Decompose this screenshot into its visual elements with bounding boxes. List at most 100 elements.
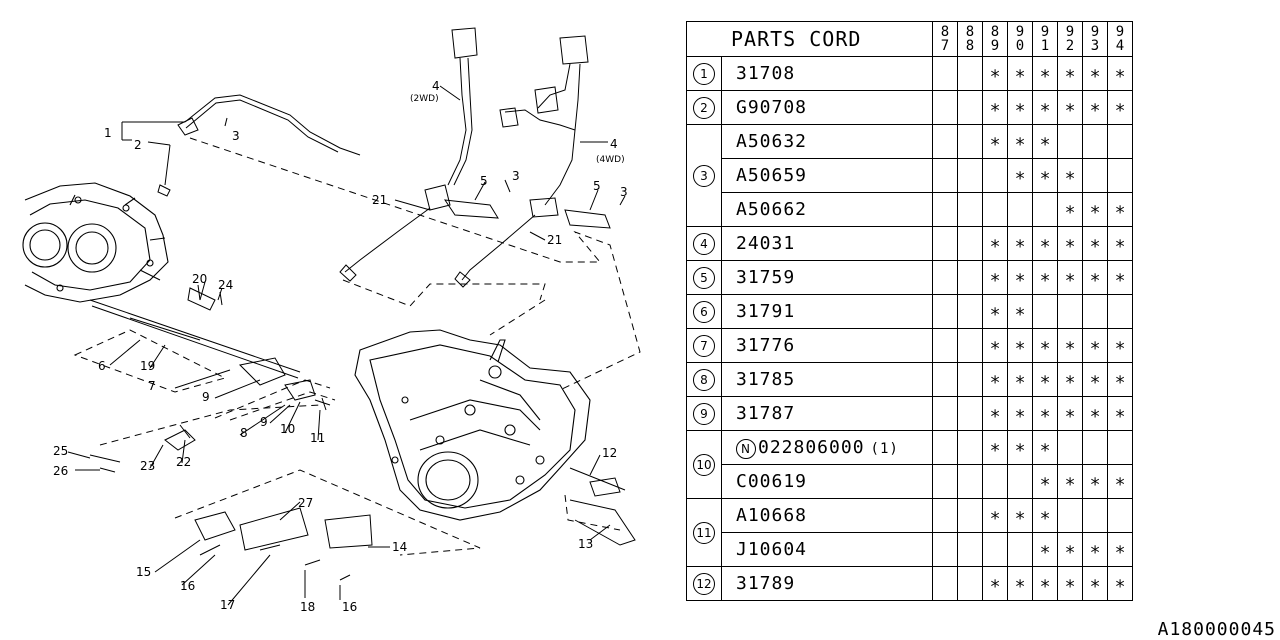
year-cell	[1057, 294, 1083, 329]
year-cell: ∗	[1107, 566, 1133, 601]
year-cell: ∗	[982, 328, 1008, 363]
year-cell: ∗	[1057, 362, 1083, 397]
year-cell	[932, 124, 958, 159]
year-cell: ∗	[1057, 328, 1083, 363]
callout-5b: 5	[593, 179, 601, 193]
part-code-cell: 31785	[721, 362, 933, 397]
ref-number: 8	[693, 368, 715, 391]
year-cell: ∗	[1107, 464, 1133, 499]
shift-rod-assembly	[89, 284, 636, 581]
callout-3b: 3	[512, 169, 520, 183]
year-cell: ∗	[1032, 328, 1058, 363]
year-cell: ∗	[1007, 328, 1033, 363]
year-cell: ∗	[1057, 396, 1083, 431]
year-cell: ∗	[1082, 260, 1108, 295]
year-cell: ∗	[1082, 396, 1108, 431]
year-cell	[1107, 498, 1133, 533]
callout-3: 3	[232, 129, 240, 143]
callout-12: 12	[602, 446, 617, 460]
year-cell	[957, 260, 983, 295]
part-code-cell: 31759	[721, 260, 933, 295]
callout-14: 14	[392, 540, 407, 554]
callout-11: 11	[310, 431, 325, 445]
year-cell: ∗	[1057, 192, 1083, 227]
year-cell: ∗	[1032, 464, 1058, 499]
year-cell: ∗	[1107, 396, 1133, 431]
year-cell	[932, 396, 958, 431]
year-cell: ∗	[1032, 396, 1058, 431]
year-cell	[957, 158, 983, 193]
year-digit: 9	[1115, 24, 1125, 40]
callout-4b: 4	[610, 137, 618, 151]
part-code: 24031	[736, 233, 796, 254]
year-digit: 8	[990, 24, 1000, 40]
year-cell	[957, 226, 983, 261]
year-cell: ∗	[982, 56, 1008, 91]
year-cell: ∗	[1007, 226, 1033, 261]
year-cell: ∗	[1007, 90, 1033, 125]
year-cell: ∗	[1107, 90, 1133, 125]
part-code-cell: C00619	[721, 464, 933, 499]
part-code: A50659	[736, 165, 808, 186]
year-cell: ∗	[982, 396, 1008, 431]
part-code-cell: A50662	[721, 192, 933, 227]
year-cell	[932, 566, 958, 601]
part-code: 31759	[736, 267, 796, 288]
callout-5: 5	[480, 174, 488, 188]
year-cell	[957, 362, 983, 397]
part-code: G90708	[736, 97, 808, 118]
year-cell	[932, 158, 958, 193]
part-code: C00619	[736, 471, 808, 492]
ref-number-cell: 6	[686, 294, 722, 329]
part-code-cell: 31787	[721, 396, 933, 431]
year-cell	[1107, 124, 1133, 159]
year-cell	[1057, 124, 1083, 159]
diagram-id: A180000045	[1157, 619, 1276, 640]
ref-number: 5	[693, 266, 715, 289]
callout-22: 22	[176, 455, 191, 469]
year-cell	[932, 430, 958, 465]
year-cell: ∗	[1032, 260, 1058, 295]
year-cell: ∗	[1032, 226, 1058, 261]
exploded-parts-diagram: 1 2 3 4 (2WD) 5 3 4 (4WD) 5 3 21 21 20 2…	[22, 27, 641, 614]
year-cell	[932, 56, 958, 91]
year-cell: ∗	[1032, 56, 1058, 91]
part-code-cell: 31789	[721, 566, 933, 601]
year-cell: ∗	[1032, 158, 1058, 193]
year-cell: ∗	[1082, 56, 1108, 91]
year-cell: ∗	[1107, 532, 1133, 567]
year-cell	[932, 90, 958, 125]
year-digit: 8	[940, 24, 950, 40]
year-cell	[957, 192, 983, 227]
year-cell	[1057, 498, 1083, 533]
callout-3c: 3	[620, 185, 628, 199]
year-cell: ∗	[1082, 328, 1108, 363]
year-cell: ∗	[982, 226, 1008, 261]
year-cell	[1007, 532, 1033, 567]
callout-10: 10	[280, 422, 295, 436]
callout-27: 27	[298, 496, 313, 510]
year-digit: 9	[1040, 24, 1050, 40]
year-cell	[982, 192, 1008, 227]
year-cell: ∗	[1032, 532, 1058, 567]
year-cell	[957, 566, 983, 601]
year-cell: ∗	[1107, 226, 1133, 261]
year-digit: 8	[965, 24, 975, 40]
n-mark: N	[736, 438, 756, 459]
callout-23: 23	[140, 459, 155, 473]
year-cell: ∗	[982, 566, 1008, 601]
callout-19: 19	[140, 359, 155, 373]
year-cell	[957, 430, 983, 465]
year-cell	[1107, 430, 1133, 465]
callout-13: 13	[578, 537, 593, 551]
callout-6: 6	[98, 359, 106, 373]
callout-18: 18	[300, 600, 315, 614]
year-digit: 9	[1090, 24, 1100, 40]
callout-1: 1	[104, 126, 112, 140]
